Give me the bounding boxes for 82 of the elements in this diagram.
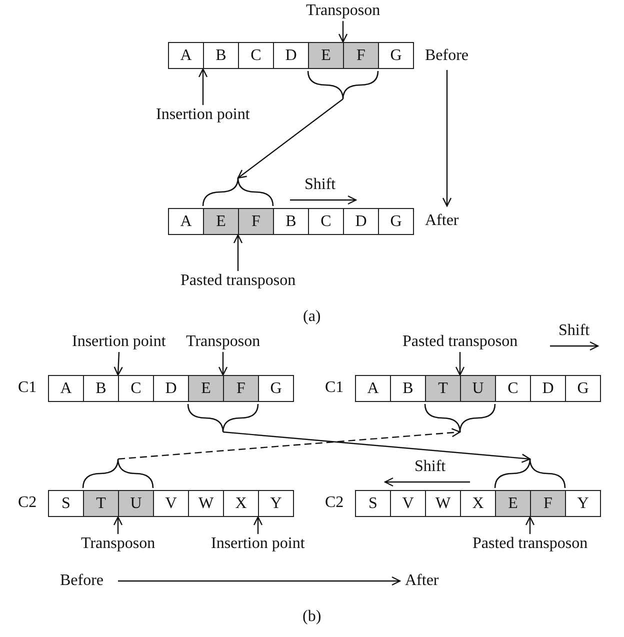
sequence-cell: A xyxy=(168,42,204,69)
arrow xyxy=(114,352,123,376)
curly-brace xyxy=(494,458,566,488)
sequence-cell: C xyxy=(495,375,531,402)
row-label: C2 xyxy=(325,494,344,512)
shift-label: Shift xyxy=(558,322,590,340)
shift-label: Shift xyxy=(414,458,446,476)
sequence-cell: B xyxy=(390,375,426,402)
row-label: C1 xyxy=(325,379,344,397)
sequence-cell: B xyxy=(83,375,119,402)
arrow xyxy=(233,234,243,271)
sequence-cell: A xyxy=(168,208,204,235)
sequence-cell: C xyxy=(118,375,154,402)
arrow xyxy=(113,516,123,534)
panel-label: (a) xyxy=(303,308,321,326)
sequence-cell: E xyxy=(188,375,224,402)
callout-text: Pasted transposon xyxy=(402,333,518,351)
curly-brace xyxy=(307,70,379,100)
sequence-cell: S xyxy=(355,490,391,517)
state-label: After xyxy=(405,572,439,590)
sequence-cell: U xyxy=(118,490,154,517)
sequence-cell: Y xyxy=(565,490,601,517)
sequence-cell: E xyxy=(495,490,531,517)
sequence-cell: B xyxy=(273,208,309,235)
callout-text: Transposon xyxy=(186,333,260,351)
sequence-cell: F xyxy=(238,208,274,235)
panel-label: (b) xyxy=(302,608,322,626)
row-label: C2 xyxy=(18,494,37,512)
sequence-cell: F xyxy=(223,375,259,402)
arrow xyxy=(222,431,531,463)
sequence-cell: E xyxy=(308,42,344,69)
row-label: C1 xyxy=(18,379,37,397)
sequence-cell: S xyxy=(48,490,84,517)
shift-label: Shift xyxy=(304,176,336,194)
sequence-cell: X xyxy=(223,490,259,517)
state-label: After xyxy=(425,212,459,230)
sequence-cell: D xyxy=(343,208,379,235)
state-label: Before xyxy=(60,572,104,590)
arrow xyxy=(338,21,348,43)
sequence-cell: B xyxy=(203,42,239,69)
callout-text: Pasted transposon xyxy=(472,535,588,553)
callout-text: Pasted transposon xyxy=(180,272,296,290)
curly-brace xyxy=(202,177,274,206)
sequence-cell: A xyxy=(48,375,84,402)
arrow xyxy=(198,68,208,105)
callout-text: Insertion point xyxy=(72,333,166,351)
sequence-cell: G xyxy=(378,208,414,235)
curly-brace xyxy=(82,458,154,488)
arrow xyxy=(218,352,228,376)
sequence-cell: F xyxy=(530,490,566,517)
curly-brace xyxy=(187,404,259,433)
sequence-cell: G xyxy=(378,42,414,69)
sequence-cell: C xyxy=(238,42,274,69)
callout-text: Insertion point xyxy=(211,535,305,553)
sequence-cell: G xyxy=(258,375,294,402)
sequence-cell: F xyxy=(343,42,379,69)
sequence-cell: D xyxy=(153,375,189,402)
arrow xyxy=(237,98,344,179)
sequence-cell: V xyxy=(153,490,189,517)
sequence-cell: C xyxy=(308,208,344,235)
sequence-cell: W xyxy=(188,490,224,517)
sequence-cell: W xyxy=(425,490,461,517)
callout-text: Insertion point xyxy=(156,106,250,124)
sequence-cell: E xyxy=(203,208,239,235)
sequence-cell: D xyxy=(530,375,566,402)
arrow xyxy=(118,428,461,460)
sequence-cell: T xyxy=(425,375,461,402)
callout-text: Transposon xyxy=(306,2,380,20)
sequence-cell: A xyxy=(355,375,391,402)
sequence-cell: T xyxy=(83,490,119,517)
sequence-cell: D xyxy=(273,42,309,69)
sequence-cell: V xyxy=(390,490,426,517)
sequence-cell: X xyxy=(460,490,496,517)
callout-text: Transposon xyxy=(81,535,156,553)
arrow xyxy=(525,516,535,534)
arrow xyxy=(253,516,263,534)
sequence-cell: U xyxy=(460,375,496,402)
sequence-cell: Y xyxy=(258,490,294,517)
state-label: Before xyxy=(425,47,469,65)
curly-brace xyxy=(424,404,496,433)
arrow xyxy=(455,352,465,376)
sequence-cell: G xyxy=(565,375,601,402)
